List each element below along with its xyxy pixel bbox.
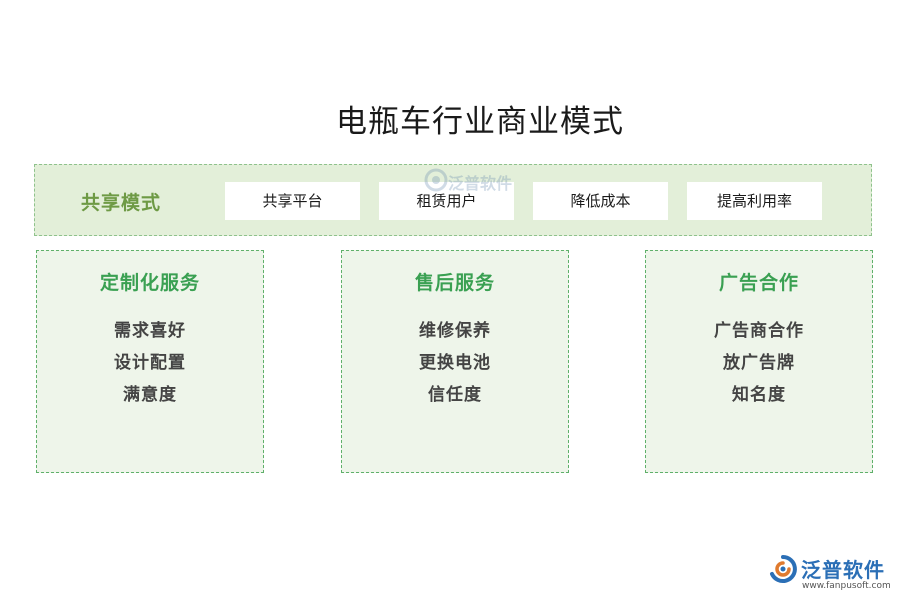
brand-logo-name: 泛普软件 [801,558,885,582]
diagram-title: 电瓶车行业商业模式 [336,104,624,140]
card-item: 广告商合作 [714,321,804,341]
shared-item-utilization: 提高利用率 [687,182,822,220]
card-item: 更换电池 [419,353,491,373]
brand-logo-url: www.fanpusoft.com [802,581,891,591]
card-title: 定制化服务 [99,272,200,294]
card-item: 知名度 [732,385,786,405]
brand-logo: 泛普软件 www.fanpusoft.com [768,552,893,596]
watermark-text: 泛普软件 [448,174,513,193]
card-item: 满意度 [123,385,177,405]
card-item: 维修保养 [419,321,491,341]
card-item: 需求喜好 [114,321,186,341]
card-item: 信任度 [428,385,482,405]
card-customization: 定制化服务 需求喜好 设计配置 满意度 [36,250,264,473]
watermark-logo-icon [424,168,448,192]
card-title: 广告合作 [718,272,799,294]
shared-model-band: 共享模式 共享平台 租赁用户 降低成本 提高利用率 [34,164,872,236]
shared-model-label: 共享模式 [81,192,162,214]
card-title: 售后服务 [414,272,495,294]
shared-item-reduce-cost: 降低成本 [533,182,668,220]
shared-item-rental-users: 租赁用户 [379,182,514,220]
card-advertising: 广告合作 广告商合作 放广告牌 知名度 [645,250,873,473]
card-item: 设计配置 [114,353,186,373]
card-item: 放广告牌 [723,353,795,373]
card-after-sales: 售后服务 维修保养 更换电池 信任度 [341,250,569,473]
brand-logo-icon [770,555,797,583]
shared-item-platform: 共享平台 [225,182,360,220]
watermark: 泛普软件 [424,166,519,218]
